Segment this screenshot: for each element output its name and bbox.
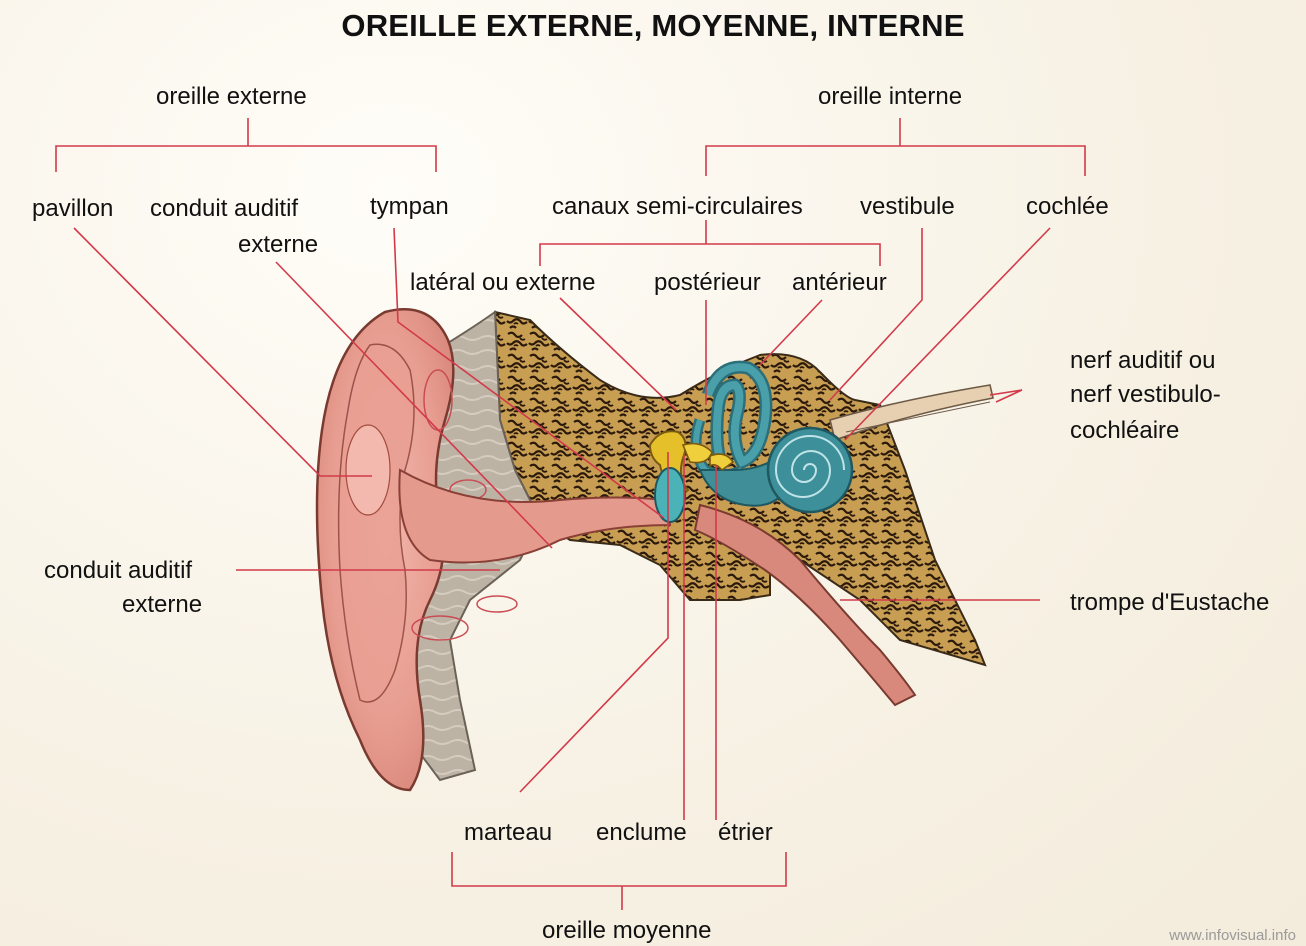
label-nerf-2: nerf vestibulo- — [1070, 378, 1221, 412]
label-etrier: étrier — [718, 816, 773, 850]
label-trompe-eustache: trompe d'Eustache — [1070, 586, 1269, 620]
label-nerf-1: nerf auditif ou — [1070, 344, 1215, 378]
label-conduit-auditif-top-2: externe — [238, 228, 318, 262]
label-anterieur: antérieur — [792, 266, 887, 300]
label-marteau: marteau — [464, 816, 552, 850]
label-cochlee: cochlée — [1026, 190, 1109, 224]
label-canaux-semi-circulaires: canaux semi-circulaires — [552, 190, 803, 224]
label-conduit-auditif-top-1: conduit auditif — [150, 192, 298, 226]
label-conduit-auditif-left-2: externe — [122, 588, 202, 622]
label-oreille-externe: oreille externe — [156, 80, 307, 114]
label-vestibule: vestibule — [860, 190, 955, 224]
label-conduit-auditif-left-1: conduit auditif — [44, 554, 192, 588]
label-nerf-3: cochléaire — [1070, 414, 1179, 448]
label-posterieur: postérieur — [654, 266, 761, 300]
auditory-nerve — [830, 385, 993, 440]
label-lateral: latéral ou externe — [410, 266, 595, 300]
label-oreille-moyenne: oreille moyenne — [542, 914, 711, 946]
label-oreille-interne: oreille interne — [818, 80, 962, 114]
page-title: OREILLE EXTERNE, MOYENNE, INTERNE — [0, 8, 1306, 44]
watermark: www.infovisual.info — [1169, 927, 1296, 944]
label-pavillon: pavillon — [32, 192, 113, 226]
cochlea-spiral — [768, 428, 852, 512]
label-enclume: enclume — [596, 816, 687, 850]
label-tympan: tympan — [370, 190, 449, 224]
